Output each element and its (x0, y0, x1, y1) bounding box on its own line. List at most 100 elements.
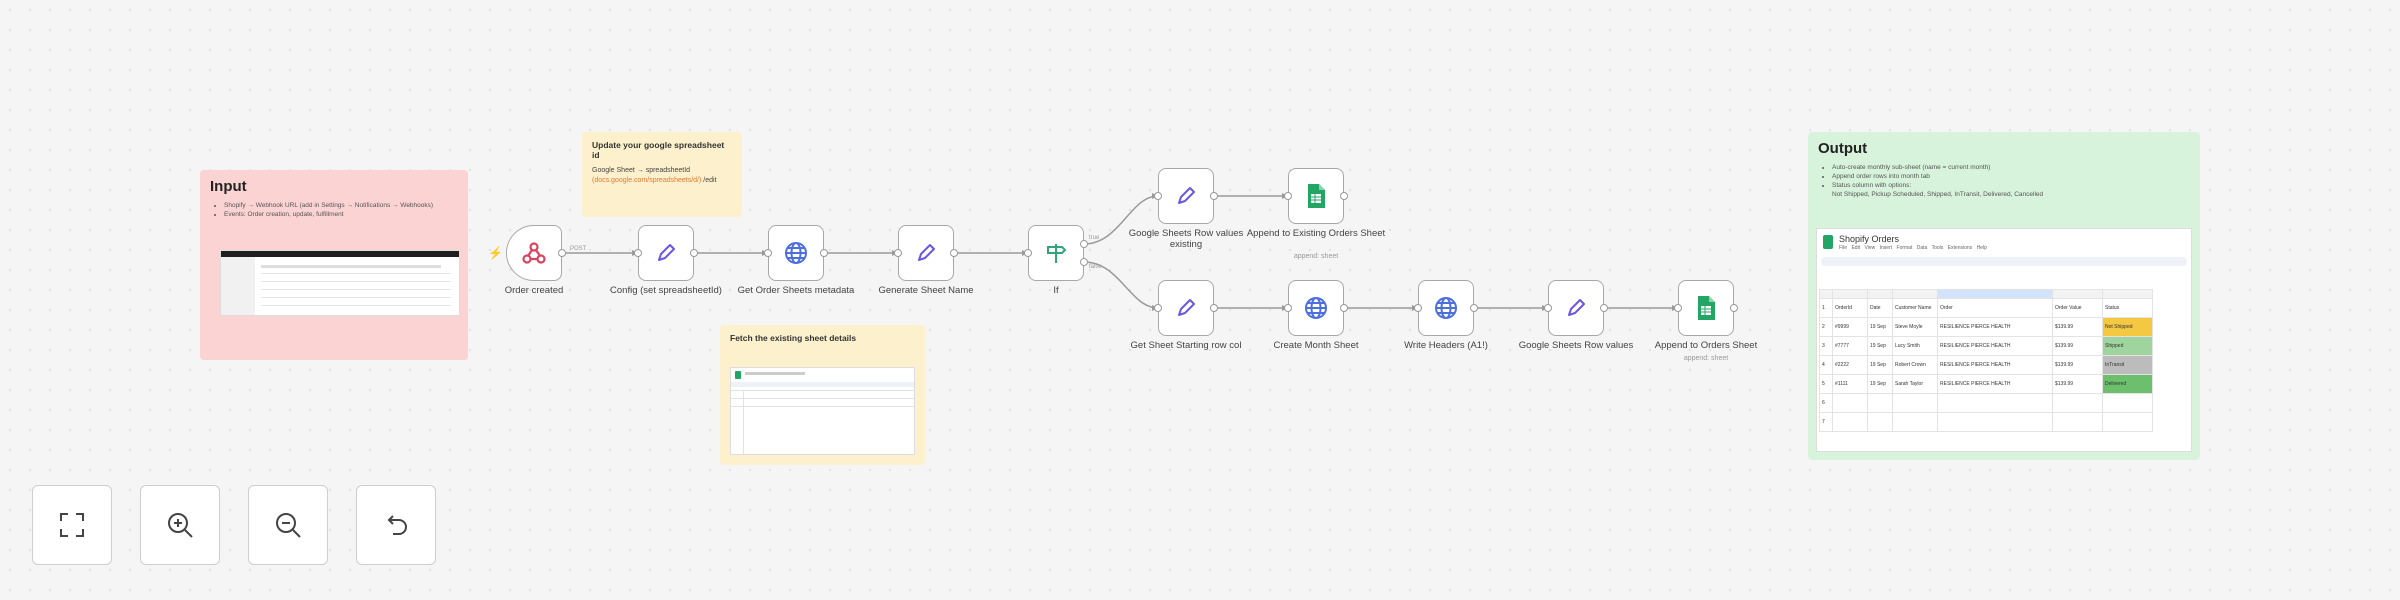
output-port[interactable] (1210, 192, 1218, 200)
output-port[interactable] (558, 249, 566, 257)
sheet-menu: File Edit View Insert Format Data Tools … (1839, 245, 1987, 251)
bullet: Shopify → Webhook URL (add in Settings →… (224, 201, 458, 210)
undo-button[interactable] (356, 485, 436, 565)
sticky-title: Fetch the existing sheet details (730, 333, 857, 343)
bullet: Append order rows into month tab (1832, 172, 2190, 181)
output-port[interactable] (1210, 304, 1218, 312)
output-port[interactable] (820, 249, 828, 257)
fit-view-icon (60, 513, 84, 537)
input-port[interactable] (1154, 192, 1162, 200)
output-port-true[interactable] (1080, 240, 1088, 248)
node-append-existing[interactable] (1284, 168, 1348, 224)
sheets-icon (1823, 235, 1833, 249)
trigger-bolt-icon: ⚡ (488, 246, 503, 260)
node-label: If (1053, 285, 1059, 296)
input-port[interactable] (1414, 304, 1422, 312)
globe-icon (785, 242, 807, 264)
node-get-start-row[interactable] (1154, 280, 1218, 336)
sticky-note-fetch-details[interactable]: Fetch the existing sheet details (720, 325, 925, 465)
sticky-bullets: Shopify → Webhook URL (add in Settings →… (210, 201, 458, 219)
sticky-note-output[interactable]: Output Auto-create monthly sub-sheet (na… (1808, 132, 2200, 460)
bullet: Status column with options: (1832, 181, 2190, 190)
shopify-admin-screenshot (220, 250, 460, 316)
node-label: Get Sheet Starting row col (1130, 340, 1242, 351)
node-create-month-sheet[interactable] (1284, 280, 1348, 336)
sheet-title: Shopify Orders (1839, 234, 1900, 244)
input-port[interactable] (1674, 304, 1682, 312)
edge-label-false: false (1089, 264, 1102, 270)
google-sheets-icon (1308, 184, 1325, 208)
globe-icon (1305, 297, 1327, 319)
pen-icon (1178, 299, 1195, 316)
node-get-metadata[interactable] (764, 225, 828, 281)
output-port[interactable] (690, 249, 698, 257)
node-generate-sheet-name[interactable] (894, 225, 958, 281)
input-port[interactable] (634, 249, 642, 257)
sticky-title: Input (210, 178, 247, 195)
edge-label-post: POST (570, 246, 587, 252)
node-gs-row-values[interactable] (1544, 280, 1608, 336)
node-subtitle: append: sheet (1293, 253, 1339, 260)
output-port[interactable] (1340, 192, 1348, 200)
input-port[interactable] (894, 249, 902, 257)
sticky-title: Output (1818, 140, 1868, 157)
sticky-title: Update your google spreadsheet id (592, 140, 725, 160)
google-sheet-preview: Shopify Orders File Edit View Insert For… (1816, 228, 2192, 452)
sticky-body: Google Sheet → spreadsheetId (docs.googl… (592, 166, 732, 186)
bullet: Auto-create monthly sub-sheet (name = cu… (1832, 163, 2190, 172)
node-order-created[interactable] (506, 225, 566, 281)
sticky-link: (docs.google.com/spreadsheets/d/) (592, 177, 702, 184)
zoom-out-icon (276, 513, 301, 538)
undo-icon (387, 515, 407, 535)
node-config[interactable] (634, 225, 698, 281)
output-port[interactable] (950, 249, 958, 257)
node-label: Append to Existing Orders Sheet (1246, 228, 1386, 239)
edge-label-true: true (1089, 235, 1100, 241)
node-label: Append to Orders Sheet (1654, 340, 1758, 351)
sheet-toolbar (1821, 257, 2187, 266)
sticky-text: /edit (703, 177, 717, 184)
input-port[interactable] (764, 249, 772, 257)
pen-icon (1568, 299, 1585, 316)
pen-icon (658, 244, 675, 261)
edge-if-true (1083, 195, 1159, 245)
input-port[interactable] (1284, 304, 1292, 312)
node-label: Order created (504, 285, 564, 296)
node-label: Get Order Sheets metadata (737, 285, 855, 296)
sticky-note-update-spreadsheet[interactable]: Update your google spreadsheet id Google… (582, 132, 742, 217)
zoom-in-button[interactable] (140, 485, 220, 565)
zoom-out-button[interactable] (248, 485, 328, 565)
sheet-screenshot (730, 367, 915, 455)
webhook-icon (522, 242, 546, 264)
node-subtitle: append: sheet (1683, 355, 1729, 362)
globe-icon (1435, 297, 1457, 319)
node-label: Google Sheets Row values existing (1128, 228, 1244, 250)
node-label: Google Sheets Row values (1518, 340, 1634, 351)
bullet: Not Shipped, Pickup Scheduled, Shipped, … (1832, 191, 2044, 198)
zoom-in-icon (168, 513, 193, 538)
node-label: Create Month Sheet (1273, 340, 1359, 351)
pen-icon (1178, 187, 1195, 204)
sticky-note-input[interactable]: Input Shopify → Webhook URL (add in Sett… (200, 170, 468, 360)
node-gs-row-values-existing[interactable] (1154, 168, 1218, 224)
input-port[interactable] (1024, 249, 1032, 257)
fit-view-button[interactable] (32, 485, 112, 565)
google-sheets-icon (1698, 296, 1715, 320)
output-port[interactable] (1470, 304, 1478, 312)
node-write-headers[interactable] (1414, 280, 1478, 336)
edge-if-false (1083, 261, 1159, 309)
output-port-false[interactable] (1080, 258, 1088, 266)
sticky-bullets: Auto-create monthly sub-sheet (name = cu… (1818, 163, 2190, 199)
node-if[interactable] (1024, 225, 1088, 281)
output-port[interactable] (1730, 304, 1738, 312)
node-append-orders[interactable] (1674, 280, 1738, 336)
input-port[interactable] (1154, 304, 1162, 312)
output-port[interactable] (1600, 304, 1608, 312)
input-port[interactable] (1284, 192, 1292, 200)
output-port[interactable] (1340, 304, 1348, 312)
input-port[interactable] (1544, 304, 1552, 312)
